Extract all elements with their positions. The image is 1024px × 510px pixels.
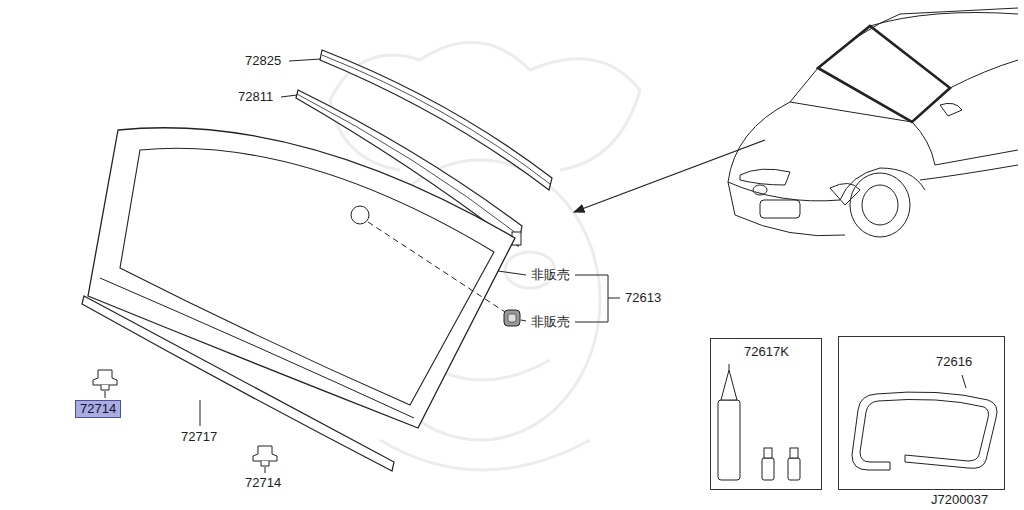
pointer-arrow (574, 140, 765, 212)
windshield-glass (88, 128, 515, 428)
parts-panel: 72617K (710, 338, 822, 490)
callout-number: 72714 (244, 476, 282, 490)
leader-line (105, 59, 966, 473)
diagram-code: J7200037 (930, 493, 989, 507)
moulding (82, 296, 394, 471)
car-illustration (728, 8, 1018, 237)
callout-number: 72811 (237, 90, 274, 104)
note-label: 非販売 (530, 268, 571, 282)
highlighted-callout: 72714 (75, 400, 121, 418)
glass-seal (852, 392, 997, 470)
parts-panel: 72616 (838, 336, 1005, 490)
callout-number: 72717 (180, 430, 218, 444)
callout-number: 72714 (80, 402, 116, 416)
callout-number: 72613 (624, 291, 662, 305)
callout-number: 72617K (743, 345, 790, 359)
note-label: 非販売 (530, 315, 571, 329)
clip (93, 370, 277, 466)
callout-number: 72616 (935, 355, 973, 369)
adhesive-kit (718, 364, 800, 480)
callout-number: 72825 (244, 54, 282, 68)
